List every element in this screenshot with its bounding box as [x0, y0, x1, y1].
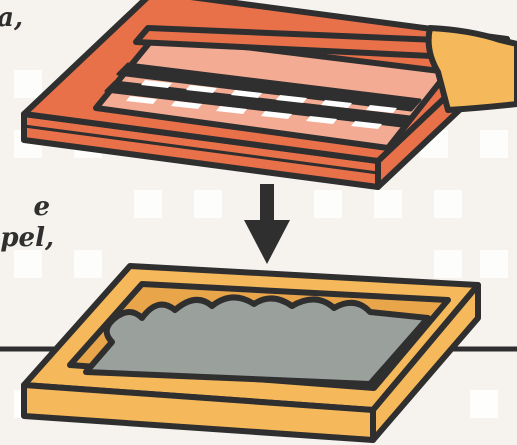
caption-fragment-middle-2: apel,	[0, 223, 54, 253]
caption-fragment-middle-1: e	[33, 192, 50, 222]
down-arrow-icon	[244, 184, 290, 264]
paper-mould-frame-icon	[24, 0, 517, 187]
pulp-tray-icon	[24, 266, 478, 440]
caption-fragment-top: a,	[0, 3, 23, 33]
